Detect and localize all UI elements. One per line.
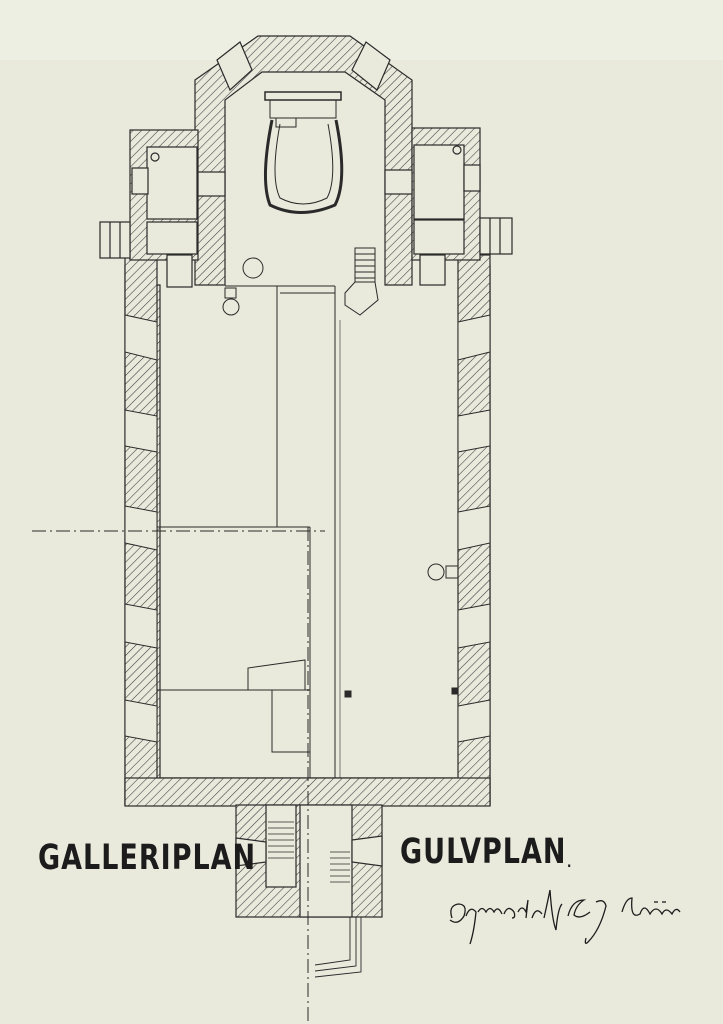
window-niches <box>124 314 491 743</box>
side-chapels <box>99 127 513 288</box>
label-gulvplan-dot: . <box>566 848 573 872</box>
interior-lines <box>157 247 459 778</box>
label-galleriplan: GALLERIPLAN <box>38 838 257 879</box>
section-lines <box>32 527 325 1024</box>
signature-drawing <box>449 889 681 945</box>
tower-porch <box>235 804 383 978</box>
altar <box>264 91 344 214</box>
choir-apse <box>194 35 413 286</box>
label-gulvplan: GULVPLAN <box>400 832 567 873</box>
